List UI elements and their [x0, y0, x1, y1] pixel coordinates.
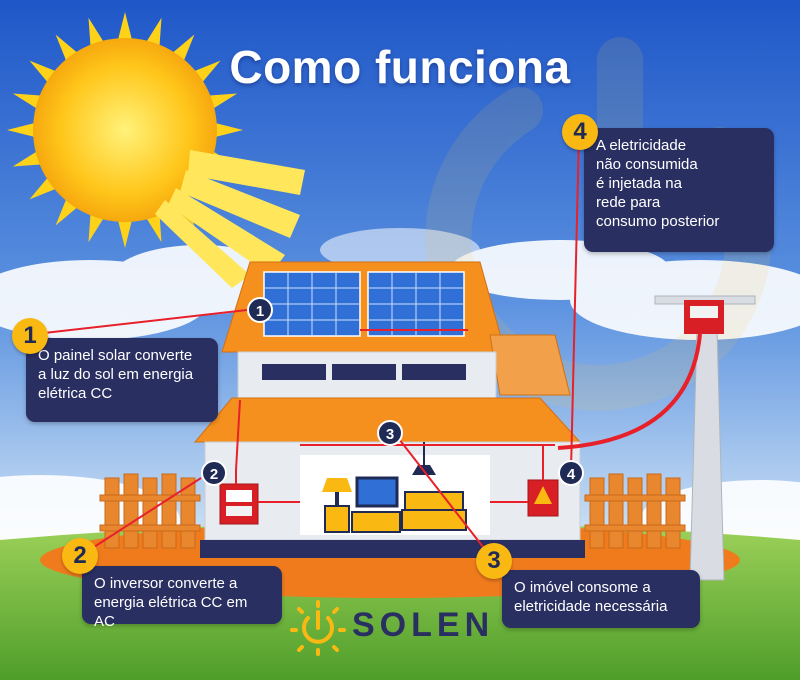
step-4-line-4: rede para	[596, 194, 661, 211]
step-4-line-5: consumo posterior	[596, 213, 720, 230]
step-3-line-1: O imóvel consome a	[514, 579, 651, 596]
step-4-line-2: não consumida	[596, 156, 698, 173]
sun-power-logo-icon	[290, 600, 346, 656]
step-3-badge: 3	[476, 543, 512, 579]
step-1-line-1: O painel solar converte	[38, 347, 193, 364]
step-2-callout: O inversor converte a energia elétrica C…	[82, 566, 282, 630]
solar-panels	[263, 271, 465, 337]
step-3-line-2: eletricidade necessária	[514, 598, 668, 615]
wiring	[235, 329, 702, 503]
sun-ray	[117, 217, 133, 248]
sun-icon	[7, 12, 305, 288]
step-4-line-1: A eletricidade	[596, 137, 687, 154]
step-2-badge: 2	[62, 538, 98, 574]
marker-dot-1: 1	[247, 297, 273, 323]
sun-ray	[212, 122, 243, 138]
step-3-callout: O imóvel consome a eletricidade necessár…	[502, 570, 700, 628]
step-1-line-2: a luz do sol em energia	[38, 366, 194, 383]
sofa-icon	[401, 491, 467, 531]
sun-ray	[7, 122, 38, 138]
step-4-line-3: é injetada na	[596, 175, 682, 192]
step-2-line-1: O inversor converte a	[94, 575, 238, 592]
utility-pole	[654, 295, 756, 581]
step-1-line-3: elétrica CC	[38, 385, 113, 402]
leader-lines	[43, 133, 580, 562]
lamp-icon	[322, 478, 352, 533]
inverter-icon	[219, 483, 259, 525]
step-1-callout: O painel solar converte a luz do sol em …	[26, 338, 218, 422]
step-1-badge: 1	[12, 318, 48, 354]
step-4-badge: 4	[562, 114, 598, 150]
marker-dot-2: 2	[201, 460, 227, 486]
television-icon	[351, 476, 401, 533]
sun-ray	[117, 12, 133, 43]
marker-dot-4: 4	[558, 460, 584, 486]
step-4-callout: A eletricidade não consumida é injetada …	[584, 128, 774, 252]
brand-name: SOLEN	[352, 606, 495, 644]
electrical-panel-icon	[527, 479, 559, 517]
step-2-line-2: energia elétrica CC em AC	[94, 594, 248, 630]
house-base	[200, 540, 585, 558]
page-title: Como funciona	[229, 41, 571, 93]
fence-left	[99, 473, 201, 549]
marker-dot-3: 3	[377, 420, 403, 446]
fence-right	[584, 473, 686, 549]
